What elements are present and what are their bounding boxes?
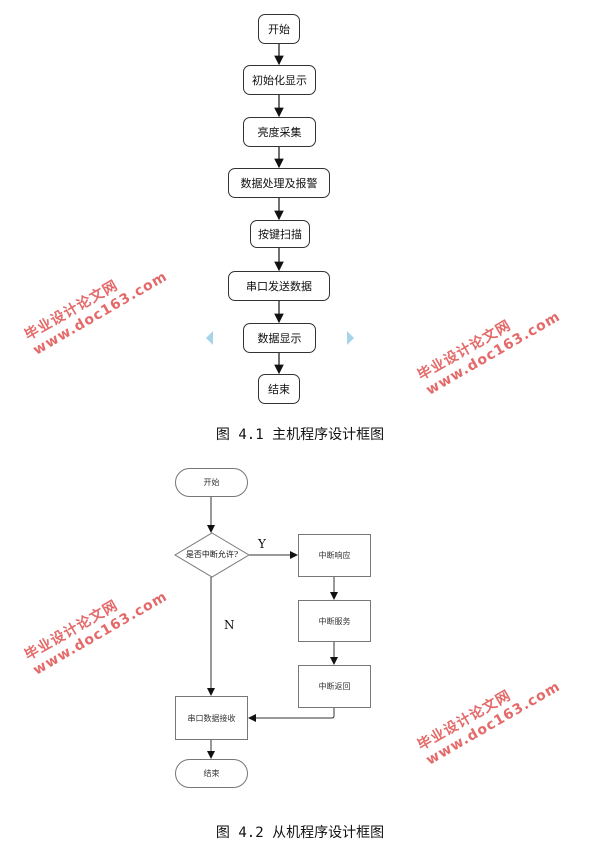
node-interrupt-response: 中断响应 [298,534,371,577]
node-data-display: 数据显示 [243,323,316,353]
decision-label: 是否中断允许? [185,550,239,559]
figure2-caption: 图 4.2 从机程序设计框图 [215,825,385,841]
node-interrupt-return: 中断返回 [298,665,371,708]
prev-arrow-icon[interactable] [206,331,213,345]
node-init-display: 初始化显示 [243,65,316,95]
node-data-process-alarm: 数据处理及报警 [228,168,330,198]
decision-diamond [174,532,250,578]
figure1-caption: 图 4.1 主机程序设计框图 [215,427,385,443]
node-end: 结束 [258,374,300,404]
no-label: N [224,618,235,632]
node2-start: 开始 [175,468,248,497]
next-arrow-icon[interactable] [347,331,354,345]
yes-label: Y [258,537,266,551]
node-key-scan: 按键扫描 [250,220,310,248]
node-brightness-acquire: 亮度采集 [243,117,316,147]
node-serial-receive: 串口数据接收 [175,696,248,740]
node-interrupt-service: 中断服务 [298,600,371,642]
node-start: 开始 [258,14,300,44]
node-serial-send: 串口发送数据 [228,271,330,301]
arrow [248,708,335,722]
node2-end: 结束 [175,759,248,788]
